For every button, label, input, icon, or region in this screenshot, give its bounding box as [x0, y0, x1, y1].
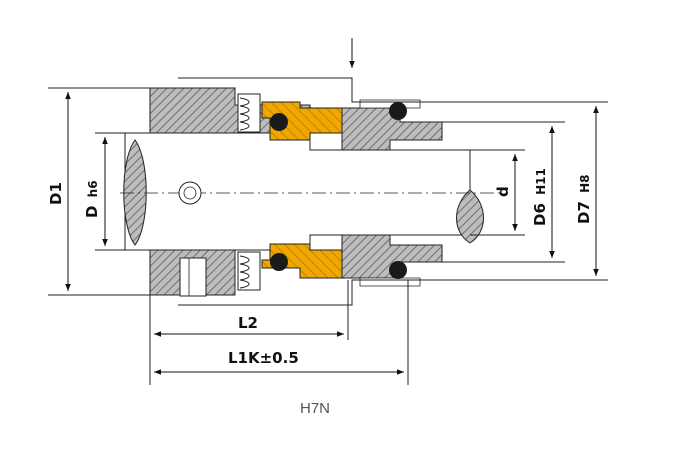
- shaft-break-left: [123, 139, 147, 246]
- svg-text:D h6: D h6: [83, 180, 101, 218]
- dim-d6-tol: H11: [534, 168, 548, 195]
- dim-d6-main: D6: [531, 203, 549, 226]
- spring-upper: [237, 93, 261, 133]
- dim-d-label: d: [494, 186, 512, 197]
- seal-face-lower: [261, 243, 343, 279]
- dim-d7-tol: H8: [578, 174, 592, 192]
- stationary-seat-lower: [341, 234, 443, 287]
- dim-l1k: L1K±0.5: [154, 280, 409, 385]
- seal-face-upper: [261, 101, 343, 141]
- shaft-break-right: [456, 189, 484, 244]
- dim-d: d: [470, 149, 525, 236]
- dim-l2-label: L2: [238, 314, 258, 332]
- dim-l1k-label: L1K±0.5: [228, 349, 299, 367]
- dim-d1-label: D1: [47, 182, 65, 205]
- oring-lower-left: [270, 253, 288, 271]
- oring-lower-right: [389, 261, 407, 279]
- shaft: [120, 132, 500, 251]
- dim-dh6-main: D: [83, 206, 101, 218]
- dim-dh6: D h6: [83, 132, 125, 251]
- oring-upper-right: [389, 102, 407, 120]
- oring-upper-left: [270, 113, 288, 131]
- dim-d7: D7 H8: [470, 101, 608, 281]
- dim-d6: D6 H11: [442, 121, 565, 263]
- housing-step-upper: [178, 77, 470, 103]
- svg-text:D7 H8: D7 H8: [575, 174, 593, 224]
- spring-lower: [237, 251, 261, 291]
- collar-lower: [149, 249, 236, 297]
- set-screw-hole-inner: [183, 186, 197, 200]
- dim-d7-main: D7: [575, 201, 593, 224]
- dim-d1: D1: [47, 87, 150, 296]
- svg-text:D6 H11: D6 H11: [531, 168, 549, 226]
- dim-l2: L2: [149, 280, 349, 385]
- dim-dh6-tol: h6: [86, 180, 100, 197]
- drive-key: [179, 257, 207, 297]
- set-screw-hole: [178, 181, 202, 205]
- drawing-caption: H7N: [300, 400, 330, 417]
- housing-step-lower: [178, 279, 470, 306]
